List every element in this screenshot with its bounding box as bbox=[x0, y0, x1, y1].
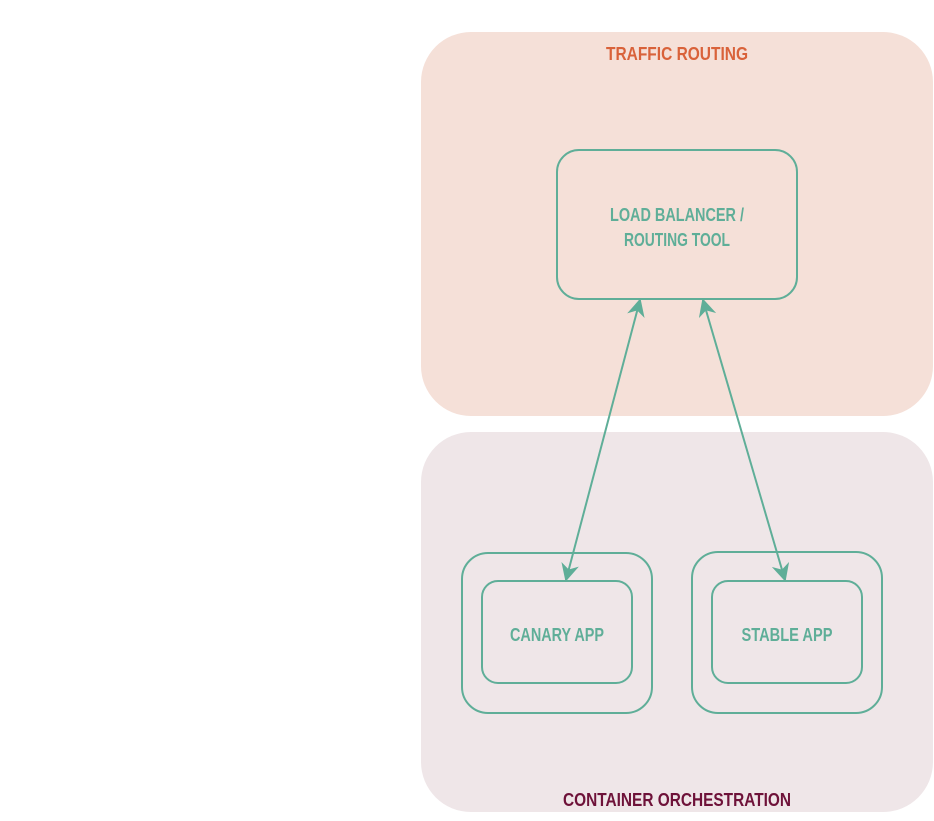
traffic-routing-title: TRAFFIC ROUTING bbox=[606, 44, 748, 64]
container-orchestration-title: CONTAINER ORCHESTRATION bbox=[563, 790, 791, 810]
container-orchestration-background bbox=[421, 432, 933, 812]
edge-lb-stable-arrow bbox=[698, 298, 790, 582]
load-balancer-node[interactable]: LOAD BALANCER / ROUTING TOOL bbox=[556, 149, 798, 300]
edge-lb-canary-arrow bbox=[561, 298, 645, 582]
canary-app-box bbox=[481, 580, 633, 684]
canary-app-label: CANARY APP bbox=[510, 625, 604, 645]
stable-app-label: STABLE APP bbox=[742, 625, 833, 645]
load-balancer-label-line1: LOAD BALANCER / bbox=[610, 205, 744, 225]
canary-container-outer bbox=[461, 552, 653, 714]
container-orchestration-group: CONTAINER ORCHESTRATION bbox=[421, 432, 933, 812]
traffic-routing-group: TRAFFIC ROUTING bbox=[421, 32, 933, 416]
traffic-routing-background bbox=[421, 32, 933, 416]
load-balancer-label-line2: ROUTING TOOL bbox=[624, 230, 730, 250]
canary-app-node[interactable]: CANARY APP bbox=[461, 552, 653, 714]
